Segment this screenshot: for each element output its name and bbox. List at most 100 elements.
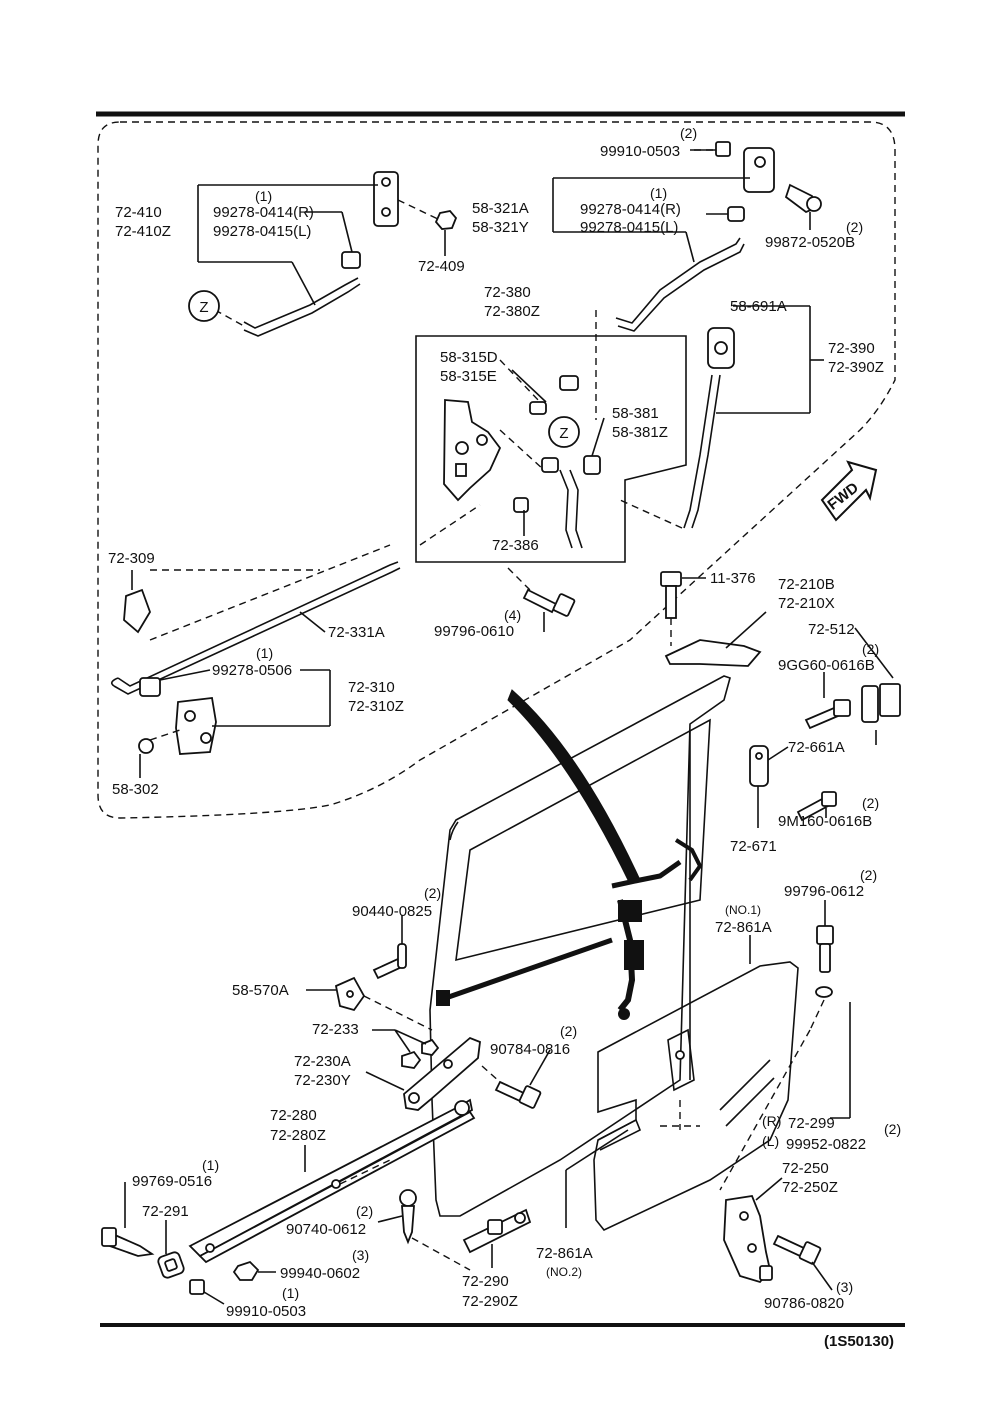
label-58-691a: 58-691A [730,298,787,315]
label-90784-0816: 90784-0816 [490,1041,570,1058]
screw-90740-0612 [399,1189,417,1245]
label-72-299: 72-299 [788,1115,835,1132]
label-99278-0415-left: 99278-0415(L) [213,223,311,240]
label-72-250: 72-250 [782,1160,829,1177]
label-99872-0520b: 99872-0520B [765,234,855,251]
callout-z-center-text: Z [559,425,568,442]
fwd-arrow-icon: FWD [820,460,878,522]
label-72-671: 72-671 [730,838,777,855]
label-58-315d: 58-315D [440,349,498,366]
label-72-291: 72-291 [142,1203,189,1220]
label-90740-qty: (2) [356,1203,373,1219]
bracket-72-230a [403,1036,481,1111]
label-72-390: 72-390 [828,340,875,357]
bracket-72-250 [723,1195,773,1284]
harness-pointer-wedge [507,689,641,885]
bolt-90440-0825 [372,943,407,980]
bracket-58-570a [334,976,366,1012]
label-90440-0825: 90440-0825 [352,903,432,920]
label-99278-left-qty: (1) [255,188,272,204]
clip-99910-0503-bottom [189,1279,205,1295]
label-99796-0612: 99796-0612 [784,883,864,900]
label-99769-qty: (1) [202,1157,219,1173]
label-72-512: 72-512 [808,621,855,638]
label-90440-qty: (2) [424,885,441,901]
label-no1: (NO.1) [725,903,761,917]
label-58-321a: 58-321A [472,200,529,217]
label-72-861a-top: 72-861A [715,919,772,936]
screw-99769-0516 [101,1227,155,1257]
striker-72-661a-assembly [749,683,901,822]
label-99910-0503-bottom: 99910-0503 [226,1303,306,1320]
figure-id: (1S50130) [824,1333,894,1350]
label-99278-0415-right: 99278-0415(L) [580,219,678,236]
bolt-90784-0816 [494,1080,542,1109]
label-99940-0602: 99940-0602 [280,1265,360,1282]
label-72-861a-bottom: 72-861A [536,1245,593,1262]
label-72-233: 72-233 [312,1021,359,1038]
label-99278-0506-qty: (1) [256,645,273,661]
label-72-230a: 72-230A [294,1053,351,1070]
door-panel-outline [429,675,731,1217]
label-r-mark: (R) [762,1113,781,1129]
label-9m160-0616b: 9M160-0616B [778,813,872,830]
rail-72-280 [188,1098,476,1264]
label-99796-0610-qty: (4) [504,607,521,623]
rod-72-331a [110,544,401,695]
label-58-302: 58-302 [112,781,159,798]
label-72-410: 72-410 [115,204,162,221]
label-99796-0612-qty: (2) [860,867,877,883]
label-99796-0610: 99796-0610 [434,623,514,640]
label-72-290z: 72-290Z [462,1293,518,1310]
label-99278-right-qty: (1) [650,185,667,201]
label-72-310z: 72-310Z [348,698,404,715]
label-99910-bottom-qty: (1) [282,1285,299,1301]
callout-z-left [188,290,220,322]
label-72-410z: 72-410Z [115,223,171,240]
label-l-mark: (L) [762,1133,779,1149]
label-9m160-qty: (2) [862,795,879,811]
label-90786-0820: 90786-0820 [764,1295,844,1312]
label-72-210x: 72-210X [778,595,835,612]
callout-z-center [548,416,580,448]
label-72-661a: 72-661A [788,739,845,756]
label-99952-0822: 99952-0822 [786,1136,866,1153]
label-72-210b: 72-210B [778,576,835,593]
label-72-280: 72-280 [270,1107,317,1124]
label-9gg60-0616b: 9GG60-0616B [778,657,875,674]
label-58-570a: 58-570A [232,982,289,999]
label-99952-qty: (2) [884,1121,901,1137]
label-99872-qty: (2) [846,219,863,235]
rod-72-410-assembly [214,171,458,337]
label-72-309: 72-309 [108,550,155,567]
label-72-380: 72-380 [484,284,531,301]
label-72-331a: 72-331A [328,624,385,641]
label-58-381: 58-381 [612,405,659,422]
label-90740-0612: 90740-0612 [286,1221,366,1238]
label-72-380z: 72-380Z [484,303,540,320]
label-90786-qty: (3) [836,1279,853,1295]
label-99910-0503-top: 99910-0503 [600,143,680,160]
callout-z-left-text: Z [199,299,208,316]
nut-99940-0602 [232,1260,260,1281]
label-99278-0506: 99278-0506 [212,662,292,679]
label-58-315e: 58-315E [440,368,497,385]
label-99278-0414-left: 99278-0414(R) [213,204,314,221]
nut-72-233 [401,1038,440,1069]
label-58-381z: 58-381Z [612,424,668,441]
label-no2: (NO.2) [546,1265,582,1279]
label-72-230y: 72-230Y [294,1072,351,1089]
upper-group-dashed-border [97,121,896,819]
label-9gg60-qty: (2) [862,641,879,657]
label-72-390z: 72-390Z [828,359,884,376]
label-99278-0414-right: 99278-0414(R) [580,201,681,218]
bolt-99796-0610 [522,588,576,617]
rod-58-321-assembly [615,141,822,332]
label-11-376: 11-376 [710,570,756,587]
label-72-290: 72-290 [462,1273,509,1290]
trim-panel-72-861a [593,961,799,1231]
label-72-386: 72-386 [492,537,539,554]
label-72-310: 72-310 [348,679,395,696]
label-72-280z: 72-280Z [270,1127,326,1144]
